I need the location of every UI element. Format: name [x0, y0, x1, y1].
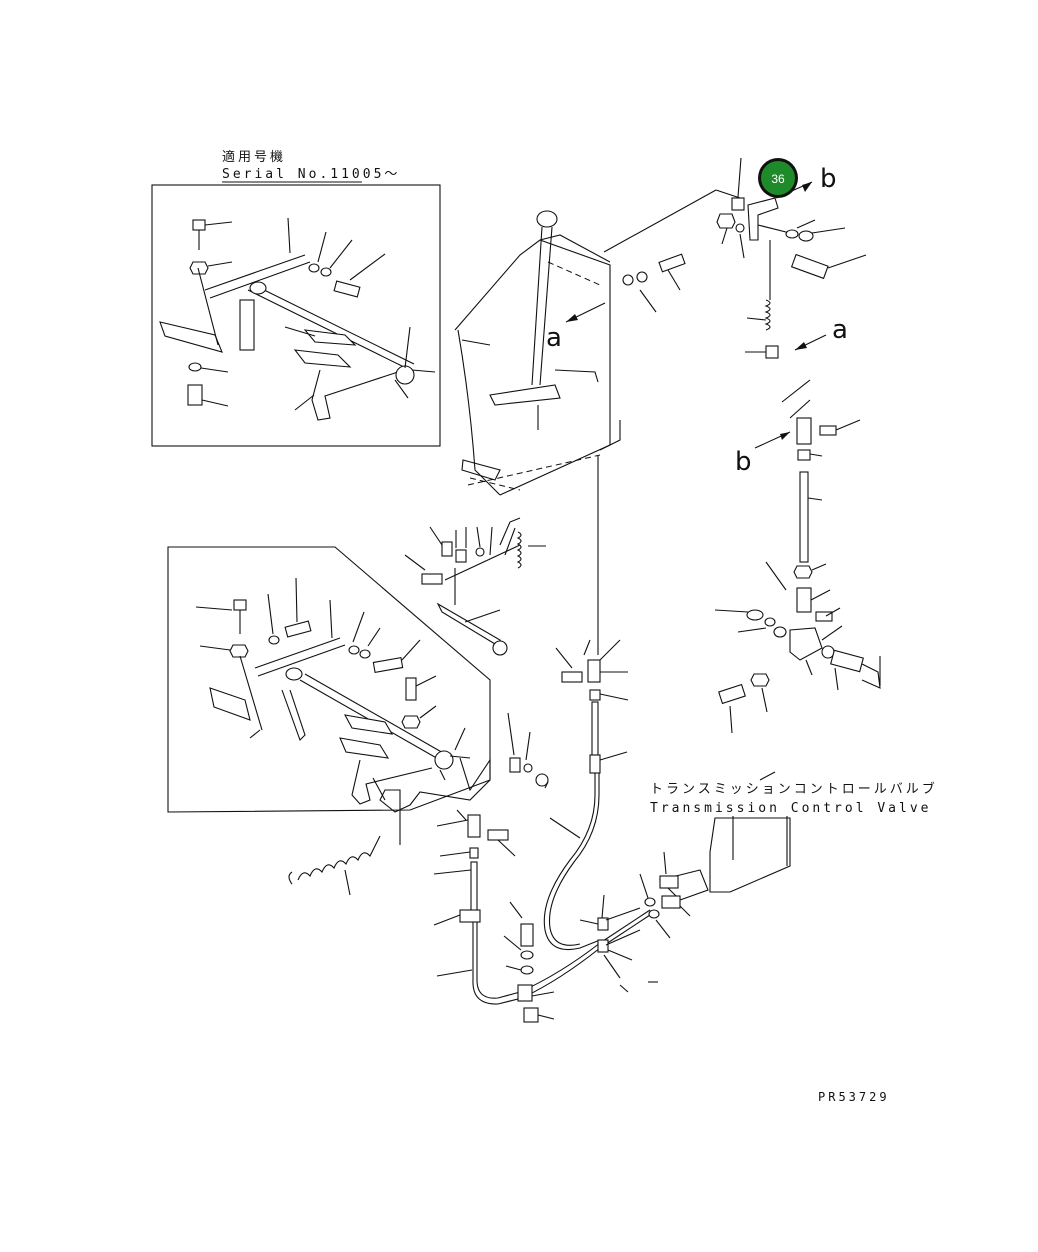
right-rod-assembly — [714, 379, 881, 734]
middle-linkage — [404, 517, 546, 656]
serial-note-jp: 適用号機 — [222, 149, 286, 165]
lower-cable-assembly — [433, 639, 791, 1023]
inset-lower-parts — [195, 577, 471, 805]
callout-number: 36 — [771, 172, 785, 186]
inset-upper-parts — [159, 217, 436, 421]
spring-linkage — [288, 712, 549, 896]
callout-marker-36[interactable]: 36 — [758, 158, 798, 198]
view-letter-a-right: a — [832, 315, 848, 345]
drawing-code: PR53729 — [818, 1090, 890, 1104]
valve-note-en: Transmission Control Valve — [650, 801, 932, 816]
inset-box-upper — [151, 184, 441, 447]
view-letter-a-upper: a — [546, 323, 562, 353]
serial-note-en: Serial No.11005～ — [222, 167, 400, 182]
upper-right-assembly — [716, 157, 867, 359]
valve-note-jp: トランスミッションコントロールバルブ — [650, 781, 938, 797]
view-letter-b-right: b — [735, 447, 752, 477]
view-letter-b-upper: b — [820, 164, 837, 194]
console-assembly — [454, 189, 741, 655]
